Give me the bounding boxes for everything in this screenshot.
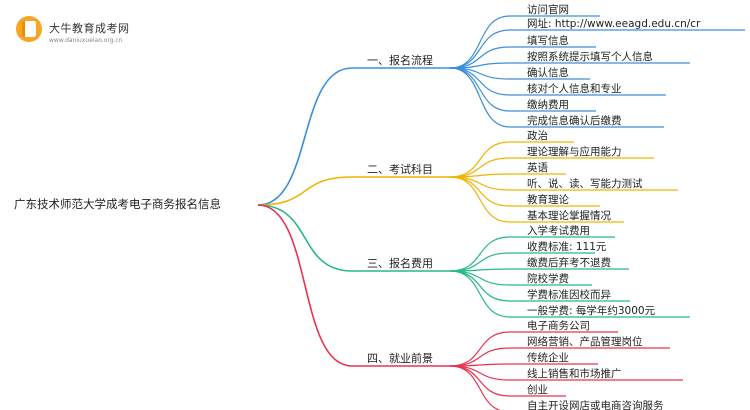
leaf-label: 听、说、读、写能力测试 — [527, 177, 643, 190]
logo-subtitle: www.daniuxueiao.org.cn — [49, 37, 123, 44]
leaf-connector — [449, 67, 511, 128]
leaf-connector — [449, 270, 511, 286]
logo-title: 大牛教育成考网 — [49, 22, 130, 35]
leaf-label: 网络营销、产品管理岗位 — [527, 335, 643, 348]
branch-connector — [257, 204, 353, 367]
leaf-connector — [449, 365, 511, 381]
leaf-label: 自主开设网店或电商咨询服务 — [527, 399, 664, 410]
leaf-connector — [449, 347, 511, 367]
branch-connector — [257, 204, 353, 272]
leaf-label: 核对个人信息和专业 — [527, 82, 622, 95]
leaf-connector — [449, 365, 511, 397]
leaf-label: 政治 — [527, 129, 548, 142]
leaf-label: 确认信息 — [527, 66, 569, 79]
leaf-label: 一般学费: 每学年约3000元 — [527, 304, 656, 317]
leaf-connector — [449, 141, 511, 178]
leaf-connector — [449, 15, 511, 69]
branch-label: 四、就业前景 — [367, 351, 433, 365]
leaf-label: 教育理论 — [527, 193, 569, 206]
branch-label: 一、报名流程 — [367, 53, 433, 67]
leaf-label: 英语 — [527, 161, 548, 174]
leaf-label: 收费标准: 111元 — [527, 240, 607, 253]
branch-label: 三、报名费用 — [367, 256, 433, 270]
branch-connector — [257, 67, 353, 206]
leaf-connector — [449, 62, 511, 69]
leaf-label: 院校学费 — [527, 272, 569, 285]
leaf-label: 入学考试费用 — [527, 224, 590, 237]
leaf-label: 网址: http://www.eeagd.edu.cn/cr — [527, 17, 701, 30]
leaf-label: 理论理解与应用能力 — [527, 145, 622, 158]
leaf-label: 填写信息 — [527, 34, 569, 47]
leaf-label: 创业 — [527, 383, 548, 396]
leaf-label: 学费标准因校而异 — [527, 288, 611, 301]
logo-book-icon — [16, 16, 42, 42]
logo: 大牛教育成考网 www.daniuxueiao.org.cn — [16, 16, 136, 52]
leaf-connector — [449, 252, 511, 272]
branch-connector — [257, 176, 353, 206]
branch-label: 二、考试科目 — [367, 162, 433, 176]
leaf-connector — [449, 46, 511, 69]
leaf-label: 完成信息确认后缴费 — [527, 114, 622, 127]
leaf-label: 访问官网 — [527, 3, 569, 16]
leaf-connector — [449, 365, 501, 410]
leaf-label: 按照系统提示填写个人信息 — [527, 50, 653, 63]
leaf-connector — [449, 176, 511, 207]
leaf-connector — [449, 176, 511, 223]
leaf-label: 缴纳费用 — [527, 98, 569, 111]
leaf-label: 线上销售和市场推广 — [527, 367, 622, 380]
leaf-label: 电子商务公司 — [527, 319, 590, 332]
leaf-label: 传统企业 — [527, 351, 569, 364]
root-topic: 广东技术师范大学成考电子商务报名信息 — [14, 197, 221, 211]
leaf-connector — [449, 67, 511, 96]
leaf-connector — [449, 176, 511, 191]
leaf-connector — [449, 270, 511, 318]
leaf-connector — [449, 270, 511, 302]
leaf-label: 基本理论掌握情况 — [527, 209, 611, 222]
leaf-connector — [449, 29, 511, 69]
leaf-connector — [449, 67, 511, 112]
leaf-label: 缴费后弃考不退费 — [527, 256, 611, 269]
